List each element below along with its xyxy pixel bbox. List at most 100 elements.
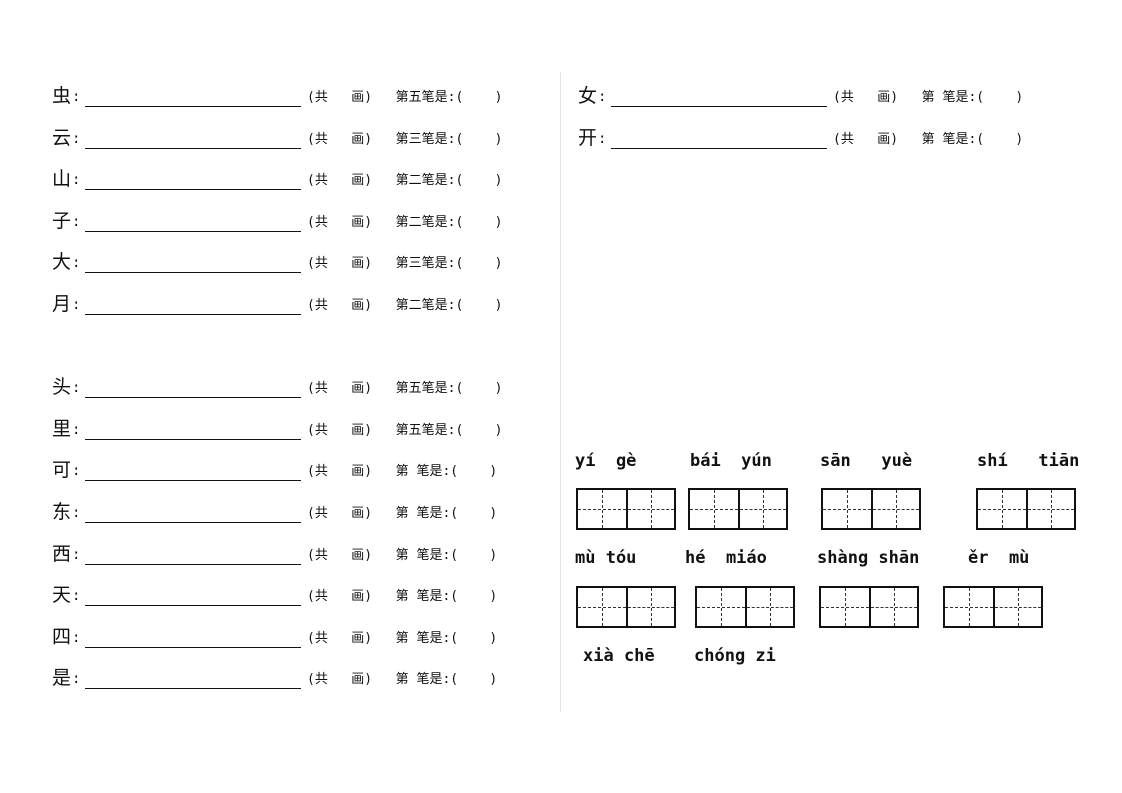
stroke-row: 山:(共 画) 第二笔是:( ) [52,164,552,192]
colon: : [72,214,81,230]
guide-line-horizontal [873,509,919,510]
writing-cell[interactable] [626,490,674,528]
writing-cell[interactable] [697,588,745,626]
answer-line[interactable] [85,439,301,440]
stroke-row: 四:(共 画) 第 笔是:( ) [52,622,552,650]
writing-cell[interactable] [869,588,917,626]
stroke-info: (共 画) 第 笔是:( ) [307,544,497,563]
answer-line[interactable] [85,522,301,523]
colon: : [72,505,81,521]
writing-cell[interactable] [993,588,1041,626]
writing-cell[interactable] [738,490,786,528]
stroke-info: (共 画) 第三笔是:( ) [307,128,502,147]
tianzige-grid[interactable] [821,488,921,530]
stroke-answer-label: 笔是:( ) [421,90,503,105]
writing-cell[interactable] [578,588,626,626]
writing-cell[interactable] [626,588,674,626]
stroke-info: (共 画) 第三笔是:( ) [307,252,502,271]
stroke-info: (共 画) 第 笔是:( ) [307,668,497,687]
tianzige-grid[interactable] [695,586,795,628]
writing-cell[interactable] [823,490,871,528]
pinyin-label: sān yuè [820,451,913,471]
stroke-info: (共 画) 第 笔是:( ) [307,627,497,646]
pinyin-label: hé miáo [685,548,767,568]
stroke-count-label: (共 画) 第 [833,132,935,147]
colon: : [598,131,607,147]
character: 山 [52,168,72,190]
stroke-count-label: (共 画) 第 [307,90,409,105]
guide-line-horizontal [1028,509,1074,510]
stroke-row: 女:(共 画) 第 笔是:( ) [578,81,1078,109]
writing-cell[interactable] [945,588,993,626]
stroke-answer-label: 笔是:( ) [416,548,498,563]
character: 东 [52,501,72,523]
character: 云 [52,127,72,149]
writing-cell[interactable] [1026,490,1074,528]
answer-line[interactable] [85,314,301,315]
pinyin-label: mù tóu [575,548,637,568]
answer-line[interactable] [85,605,301,606]
answer-line[interactable] [85,106,301,107]
guide-line-horizontal [628,509,674,510]
stroke-answer-label: 笔是:( ) [421,173,503,188]
writing-cell[interactable] [745,588,793,626]
answer-line[interactable] [85,688,301,689]
stroke-info: (共 画) 第五笔是:( ) [307,419,502,438]
character: 女 [578,85,598,107]
answer-line[interactable] [611,148,827,149]
colon: : [72,380,81,396]
colon: : [72,172,81,188]
stroke-row: 是:(共 画) 第 笔是:( ) [52,663,552,691]
stroke-order-number: 三 [408,256,422,271]
answer-line[interactable] [85,647,301,648]
character: 是 [52,667,72,689]
tianzige-grid[interactable] [976,488,1076,530]
stroke-row: 东: (共 画) 第 笔是:( ) [52,497,552,525]
stroke-row: 大:(共 画) 第三笔是:( ) [52,247,552,275]
answer-line[interactable] [611,106,827,107]
writing-cell[interactable] [821,588,869,626]
stroke-count-label: (共 画) 第 [307,132,409,147]
guide-line-horizontal [978,509,1026,510]
stroke-count-label: (共 画) 第 [307,506,409,521]
answer-line[interactable] [85,231,301,232]
stroke-answer-label: 笔是:( ) [421,215,503,230]
stroke-count-label: (共 画) 第 [307,548,409,563]
colon: : [72,297,81,313]
answer-line[interactable] [85,397,301,398]
stroke-count-label: (共 画) 第 [307,423,409,438]
answer-line[interactable] [85,480,301,481]
stroke-answer-label: 笔是:( ) [421,381,503,396]
stroke-row: 里:(共 画) 第五笔是:( ) [52,414,552,442]
writing-cell[interactable] [871,490,919,528]
character: 可 [52,459,72,481]
writing-cell[interactable] [690,490,738,528]
colon: : [72,255,81,271]
stroke-order-number: 五 [408,381,422,396]
tianzige-grid[interactable] [576,488,676,530]
character: 虫 [52,85,72,107]
tianzige-grid[interactable] [576,586,676,628]
stroke-order-number: 二 [408,173,422,188]
writing-cell[interactable] [978,490,1026,528]
answer-line[interactable] [85,564,301,565]
answer-line[interactable] [85,189,301,190]
stroke-row: 虫:(共 画) 第五笔是:( ) [52,81,552,109]
pinyin-label: xià chē [583,646,655,666]
answer-line[interactable] [85,272,301,273]
answer-line[interactable] [85,148,301,149]
tianzige-grid[interactable] [688,488,788,530]
guide-line-horizontal [945,607,993,608]
stroke-answer-label: 笔是:( ) [421,132,503,147]
guide-line-horizontal [821,607,869,608]
pinyin-label: shàng shān [817,548,920,568]
writing-cell[interactable] [578,490,626,528]
stroke-info: (共 画) 第 笔是:( ) [307,502,497,521]
tianzige-grid[interactable] [943,586,1043,628]
stroke-row: 可:(共 画) 第 笔是:( ) [52,455,552,483]
guide-line-horizontal [578,509,626,510]
guide-line-horizontal [823,509,871,510]
tianzige-grid[interactable] [819,586,919,628]
stroke-info: (共 画) 第 笔是:( ) [833,128,1023,147]
guide-line-horizontal [578,607,626,608]
